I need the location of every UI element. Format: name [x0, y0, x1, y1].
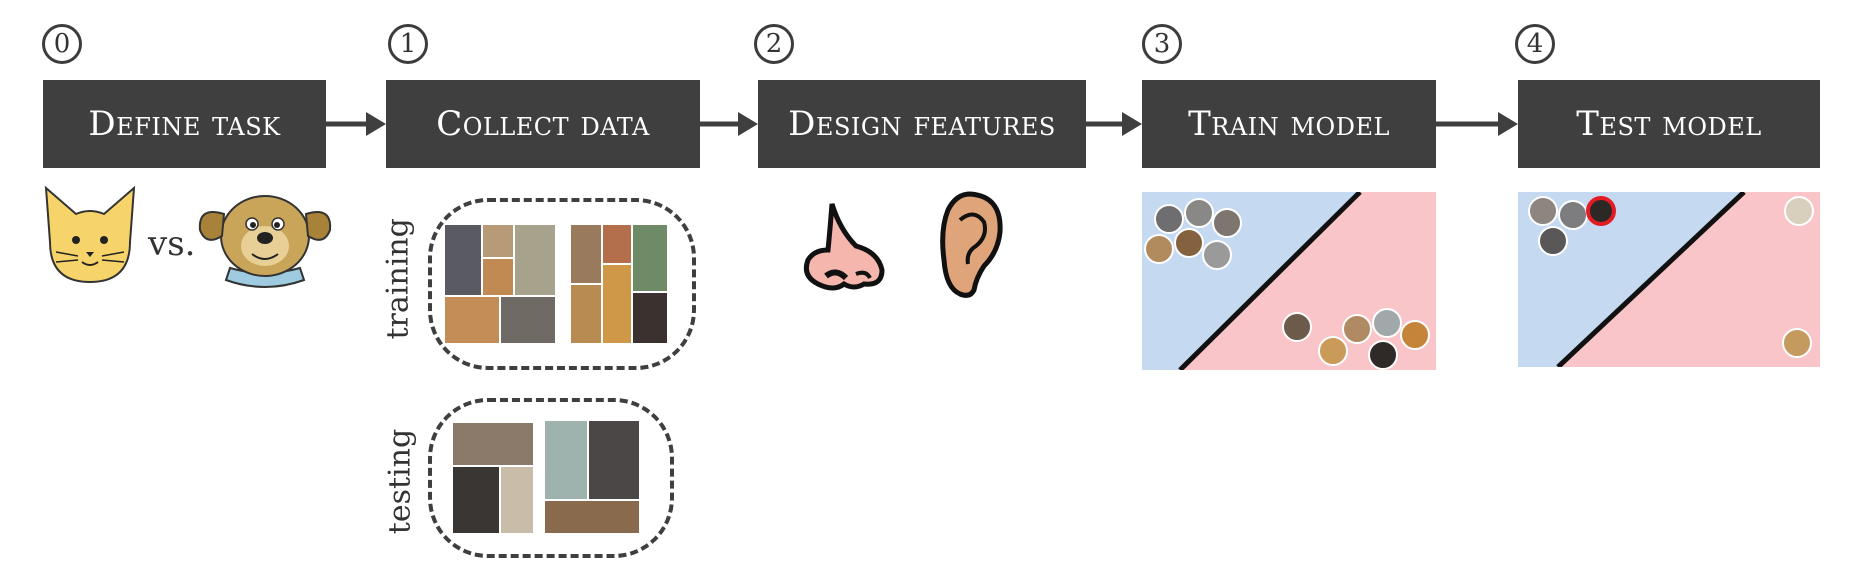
- train-cat-point: [1154, 204, 1184, 234]
- step-number-4: 4: [1515, 24, 1555, 64]
- step-box-test-model: Test model: [1518, 80, 1820, 168]
- train-cat-point: [1144, 234, 1174, 264]
- step-number-3: 3: [1142, 24, 1182, 64]
- train-cat-point: [1202, 240, 1232, 270]
- train-cat-point: [1212, 208, 1242, 238]
- nose-icon: [803, 203, 885, 291]
- train-dog-point: [1400, 320, 1430, 350]
- train-dog-point: [1368, 340, 1398, 370]
- training-set-container: [428, 198, 696, 370]
- test-dog-point: [1784, 196, 1814, 226]
- step-box-design-features: Design features: [758, 80, 1086, 168]
- training-dog-images: [570, 224, 670, 344]
- training-label: training: [380, 218, 416, 340]
- train-dog-point: [1372, 308, 1402, 338]
- step-number-0: 0: [42, 24, 82, 64]
- vs-text: vs.: [148, 224, 196, 264]
- arrow-0-to-1: [326, 112, 386, 136]
- step-box-collect-data: Collect data: [386, 80, 700, 168]
- dog-face-icon: [198, 195, 332, 288]
- cat-face-icon: [44, 185, 136, 284]
- train-cat-point: [1174, 228, 1204, 258]
- test-cat-point: [1538, 226, 1568, 256]
- training-cat-images: [444, 224, 556, 344]
- training-decision-plot: [1142, 192, 1436, 370]
- train-dog-point: [1282, 312, 1312, 342]
- train-cat-point: [1184, 198, 1214, 228]
- arrow-2-to-3: [1086, 112, 1142, 136]
- test-cat-point: [1558, 200, 1588, 230]
- testing-dog-images: [544, 420, 640, 534]
- step-number-2: 2: [754, 24, 794, 64]
- testing-label: testing: [382, 428, 418, 535]
- arrow-3-to-4: [1436, 112, 1518, 136]
- train-dog-point: [1342, 314, 1372, 344]
- test-decision-plot: [1518, 192, 1820, 367]
- misclassified-dog-point: [1586, 196, 1616, 226]
- testing-set-container: [428, 398, 674, 558]
- test-cat-point: [1528, 196, 1558, 226]
- step-box-train-model: Train model: [1142, 80, 1436, 168]
- testing-cat-images: [452, 422, 534, 534]
- step-number-1: 1: [388, 24, 428, 64]
- arrow-1-to-2: [700, 112, 758, 136]
- ear-icon: [940, 191, 1003, 298]
- train-dog-point: [1318, 336, 1348, 366]
- test-dog-point: [1782, 328, 1812, 358]
- step-box-define-task: Define task: [43, 80, 326, 168]
